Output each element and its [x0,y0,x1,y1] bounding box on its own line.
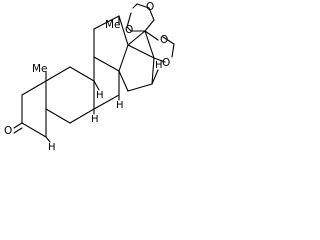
bond [21,80,47,96]
atom-label-h-c9: H [91,114,99,125]
bond [93,15,120,30]
bond [13,127,23,134]
bond [13,122,23,129]
bond [21,122,47,138]
bond [93,80,100,91]
bonds [13,3,175,143]
bond [127,30,146,46]
bond [144,30,155,59]
bond [93,94,120,110]
bond [45,108,71,124]
bond [45,136,51,143]
atom-label-o-dioxolane-right-bottom: O [162,57,170,69]
atom-label-h-c5: H [48,142,56,153]
bond [126,12,132,28]
atom-label-methyl-c13: Me [105,19,121,31]
bond [132,3,138,9]
bond [127,44,155,59]
bond [148,7,155,21]
atom-label-h-c17: H [155,60,163,71]
bond [69,108,95,124]
bond [127,83,153,92]
atom-label-o-dioxolane-top: O [146,1,154,13]
atom-label-o-dioxolane-left: O [125,24,133,36]
bond [144,19,155,32]
atom-label-o-dioxolane-right-top: O [160,34,168,46]
bond [162,36,175,45]
bond [45,66,71,82]
atom-label-h-c14: H [116,100,124,111]
bond [153,57,166,63]
bond [69,66,95,82]
bond [118,70,129,92]
bond [144,30,159,41]
atom-label-o-ketone: O [4,125,12,137]
bond [118,44,129,72]
bond [126,26,132,32]
atom-label-methyl-c10: Me [32,63,48,75]
bond [93,56,120,72]
bond [151,57,155,85]
chemical-structure: O O O O Me Me H H H H H O [4,1,175,153]
bond [118,15,129,46]
bond [171,43,175,58]
bond [136,3,150,9]
atom-label-h-c8: H [96,90,104,101]
bond [151,69,159,85]
